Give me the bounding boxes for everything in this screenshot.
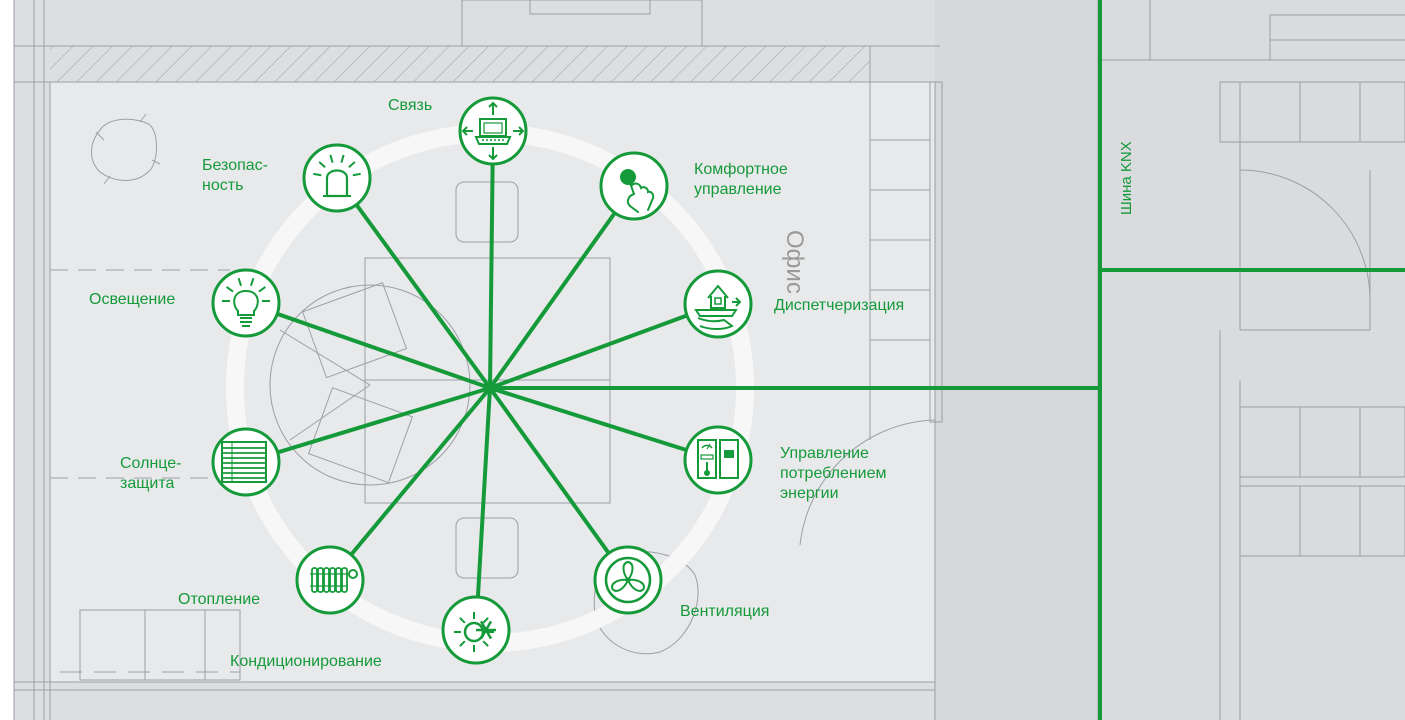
node-circle (683, 425, 753, 495)
system-label-air-conditioning: Кондиционирование (230, 653, 382, 670)
system-label-communication: Связь (388, 97, 433, 114)
system-label-ventilation: Вентиляция (680, 603, 770, 620)
system-label-energy-management: Управление потреблением энергии (780, 445, 887, 502)
alarm-beacon-icon (313, 154, 361, 198)
system-node-lighting[interactable] (211, 268, 281, 338)
house-on-hand-icon (694, 284, 742, 330)
node-circle (302, 143, 372, 213)
system-label-sun-protection: Солнце- защита (120, 455, 182, 492)
spoke-dispatching (489, 302, 719, 390)
sun-snowflake-icon (454, 612, 496, 652)
laptop-arrows-icon (461, 101, 525, 161)
light-bulb-icon (222, 277, 270, 327)
system-label-security: Безопас- ность (202, 157, 268, 194)
system-node-air-conditioning[interactable] (441, 595, 511, 665)
system-node-heating[interactable] (295, 545, 365, 615)
spokes (245, 130, 719, 631)
system-label-dispatching: Диспетчеризация (774, 297, 905, 314)
hub-point (486, 384, 494, 392)
system-node-comfort-control[interactable] (599, 151, 669, 221)
meter-cabinet-icon (697, 439, 739, 479)
spoke-sun-protection (245, 386, 491, 464)
spoke-heating (328, 386, 492, 582)
spoke-energy-management (489, 386, 719, 462)
bus-label: Шина KNX (1118, 141, 1135, 215)
adjacent-room (1098, 0, 1405, 720)
plan-lines (13, 0, 1405, 720)
spoke-communication (488, 130, 495, 389)
hatched-wall (50, 46, 870, 82)
system-node-dispatching[interactable] (683, 269, 753, 339)
system-label-lighting: Освещение (89, 291, 176, 308)
knx-bus (490, 0, 1405, 720)
spoke-comfort-control (488, 184, 636, 390)
spoke-air-conditioning (474, 387, 492, 631)
spoke-lighting (245, 301, 491, 390)
node-circle (458, 96, 528, 166)
system-nodes (211, 96, 753, 665)
system-node-sun-protection[interactable] (211, 427, 281, 497)
radiator-icon (310, 567, 358, 593)
system-label-heating: Отопление (178, 591, 261, 608)
system-node-ventilation[interactable] (593, 545, 663, 615)
spoke-security (335, 176, 492, 390)
system-node-energy-management[interactable] (683, 425, 753, 495)
corridor (935, 0, 1098, 720)
fan-icon (604, 556, 652, 604)
system-node-communication[interactable] (458, 96, 528, 166)
spoke-ventilation (488, 386, 630, 582)
system-label-comfort-control: Комфортное управление (694, 161, 788, 198)
node-circle (211, 268, 281, 338)
touch-hand-icon (620, 169, 655, 213)
room-label: Офис (781, 230, 808, 294)
blinds-icon (221, 441, 267, 483)
system-node-security[interactable] (302, 143, 372, 213)
